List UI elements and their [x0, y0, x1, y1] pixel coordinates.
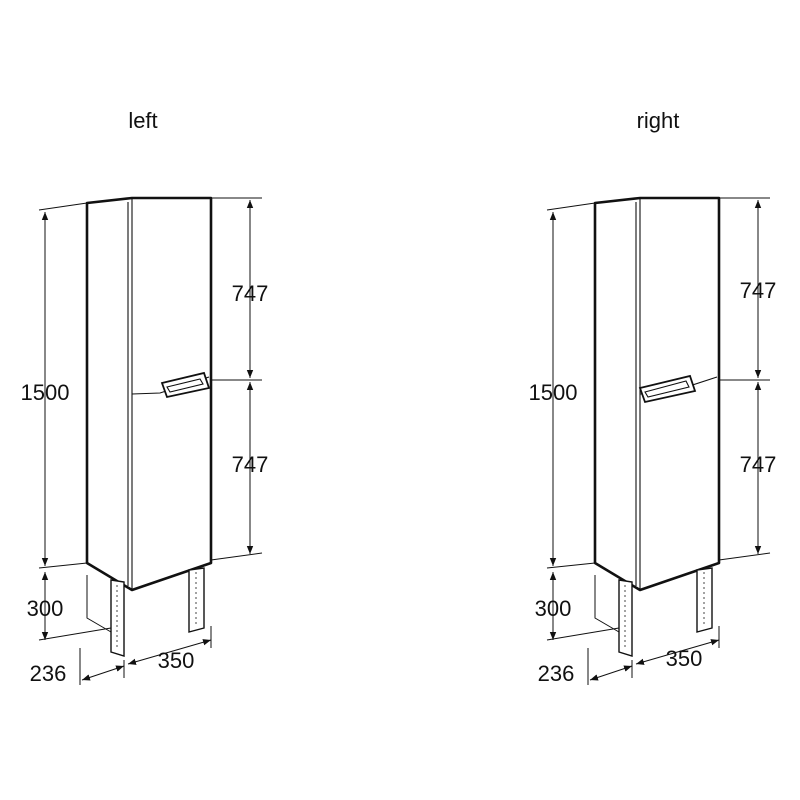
- label-leg-height-left: 300: [27, 596, 64, 621]
- label-total-height-right: 1500: [529, 380, 578, 405]
- door-handle-inner-right: [644, 380, 690, 398]
- leg-floor-trace-left: [86, 575, 112, 633]
- label-leg-height-right: 300: [535, 596, 572, 621]
- leg-front-left: [188, 567, 205, 633]
- dim-depth-right: [589, 665, 633, 681]
- left-view: left: [21, 108, 269, 686]
- right-view: right: [529, 108, 777, 686]
- view-title-left: left: [128, 108, 157, 133]
- label-depth-left: 236: [30, 661, 67, 686]
- dimension-lines-left: [41, 200, 254, 681]
- leg-floor-trace-right: [594, 575, 620, 633]
- dim-width-left: [127, 639, 212, 665]
- legs-left: [86, 567, 205, 657]
- label-depth-right: 236: [538, 661, 575, 686]
- dimension-lines-right: [549, 200, 762, 681]
- label-lower-door-left: 747: [232, 452, 269, 477]
- label-upper-door-left: 747: [232, 281, 269, 306]
- view-title-right: right: [637, 108, 680, 133]
- leg-front-right: [696, 567, 713, 633]
- label-upper-door-right: 747: [740, 278, 777, 303]
- extension-lines-left: [38, 197, 263, 685]
- label-lower-door-right: 747: [740, 452, 777, 477]
- legs-right: [594, 567, 713, 657]
- label-total-height-left: 1500: [21, 380, 70, 405]
- dim-depth-left: [81, 665, 125, 681]
- cabinet-right: [593, 196, 721, 592]
- label-width-right: 350: [666, 646, 703, 671]
- extension-lines-right: [546, 197, 771, 685]
- dim-width-right: [635, 639, 720, 665]
- door-handle-inner-left: [166, 378, 204, 393]
- label-width-left: 350: [158, 648, 195, 673]
- cabinet-outline-left: [85, 196, 213, 592]
- cabinet-left: [85, 196, 213, 592]
